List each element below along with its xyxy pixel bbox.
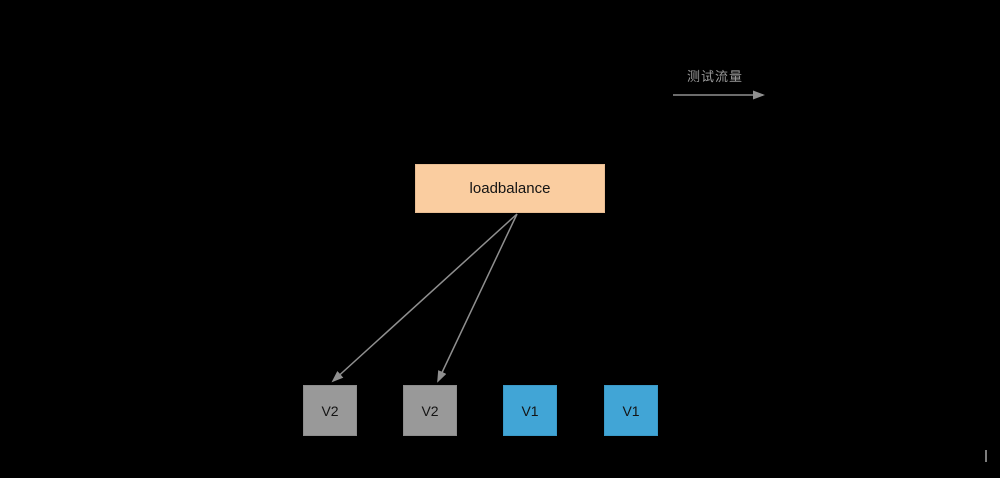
- service-node-v2-1: V2: [303, 385, 357, 436]
- cursor-mark: [985, 450, 987, 462]
- loadbalancer-box: loadbalance: [415, 164, 605, 213]
- arrow-loadbalance-to-v2-1: [331, 213, 518, 383]
- service-node-v2-2: V2: [403, 385, 457, 436]
- service-node-v1-2: V1: [604, 385, 658, 436]
- traffic-direction-label: 测试流量: [687, 69, 744, 84]
- arrow-loadbalance-to-v2-2: [437, 213, 518, 383]
- service-node-v1-1: V1: [503, 385, 557, 436]
